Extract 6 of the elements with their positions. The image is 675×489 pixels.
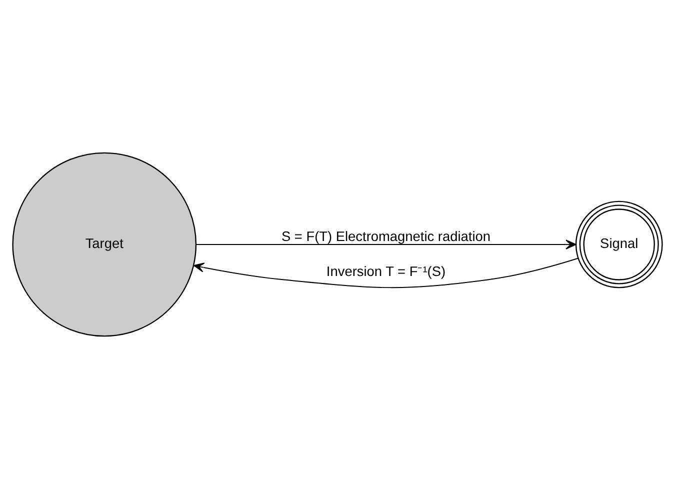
edge-label: Inversion T = F⁻¹(S) (326, 264, 446, 280)
arrow (193, 258, 579, 288)
arrow (196, 240, 576, 250)
edge-label: S = F(T) Electromagnetic radiation (281, 228, 491, 244)
node-circle: Target (12, 152, 197, 337)
node-circle: Signal (575, 200, 663, 288)
